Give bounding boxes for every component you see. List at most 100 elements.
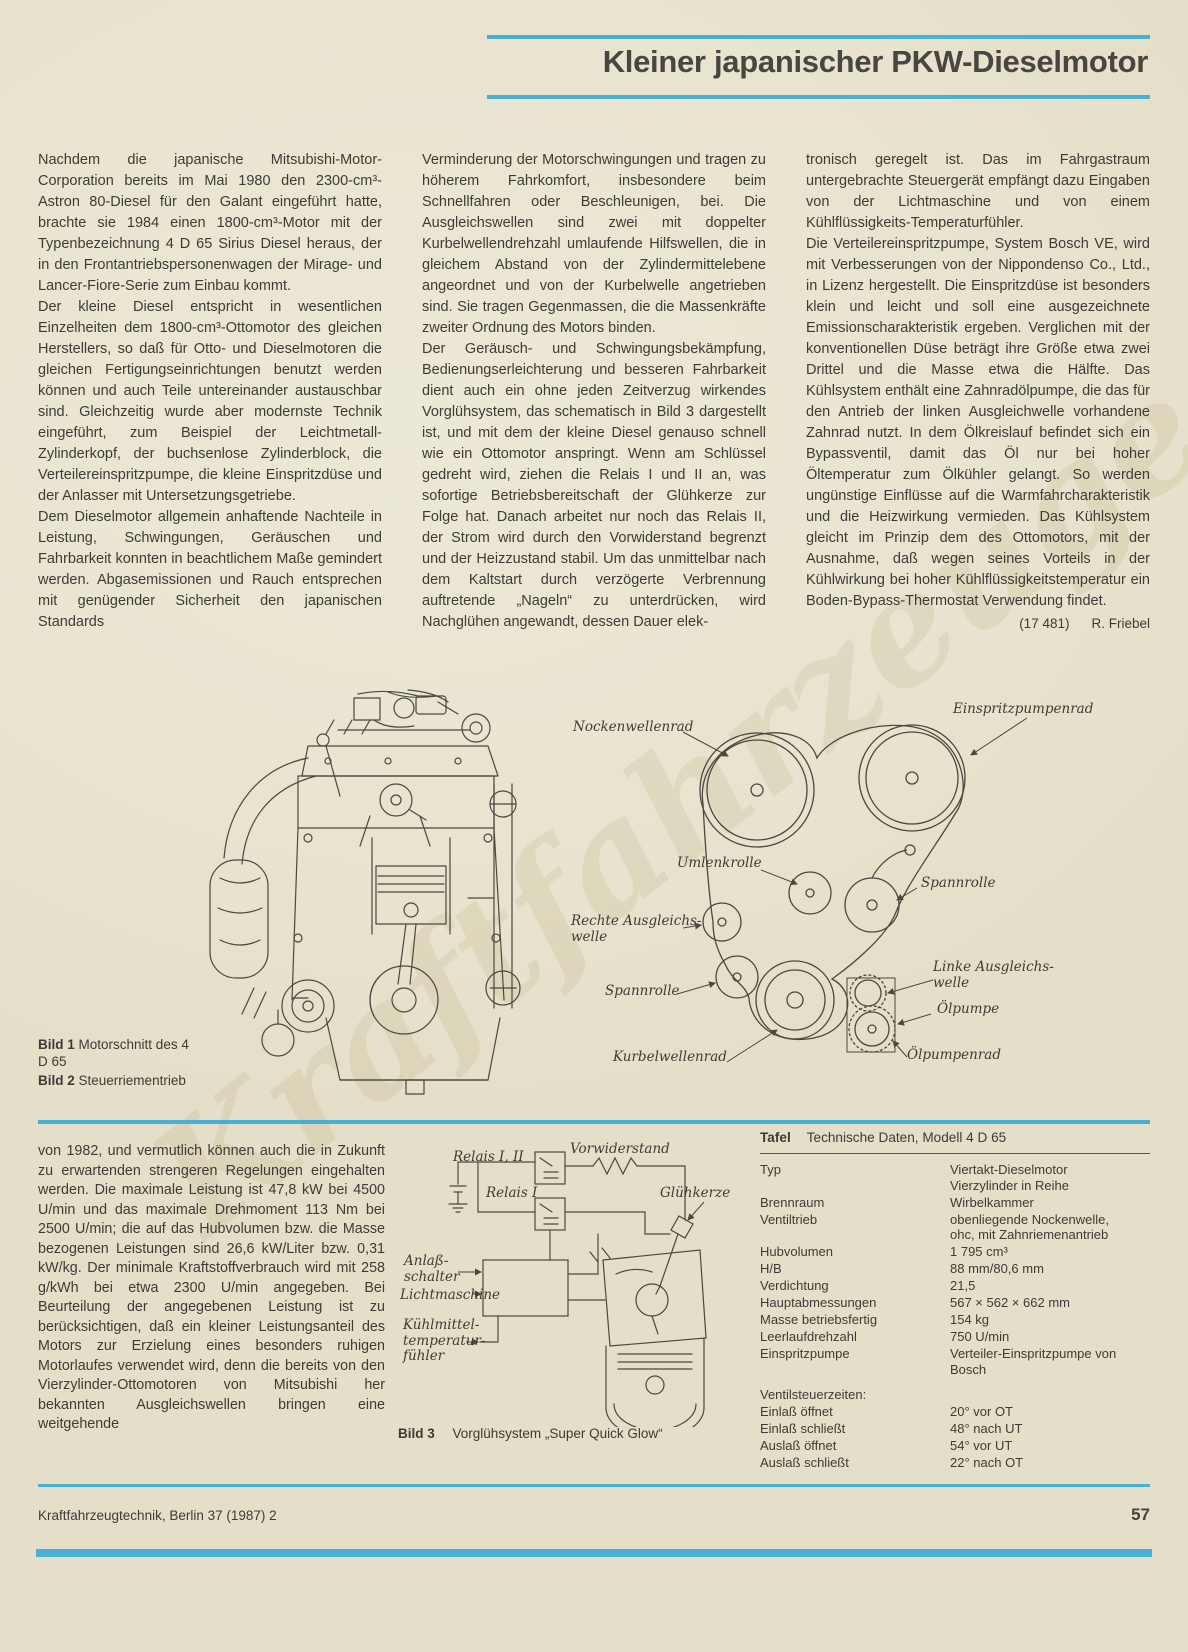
figure-3-caption: Bild 3 Vorglühsystem „Super Quick Glow“ [398, 1426, 748, 1441]
table-header-title: Technische Daten, Modell 4 D 65 [806, 1130, 1007, 1145]
credit-author: R. Friebel [1091, 616, 1150, 631]
caption-bild-2: Bild 2 Steuerriementrieb [38, 1072, 198, 1089]
table-key: H/B [760, 1261, 782, 1276]
belt-label-einspritzpumpenrad: Einspritzpumpenrad [953, 701, 1094, 717]
table-value [950, 1387, 1150, 1403]
table-key: Hauptabmessungen [760, 1295, 877, 1310]
belt-label-umlenkrolle: Umlenkrolle [677, 855, 762, 871]
table-value: Verteiler-Einspritzpumpe von Bosch [950, 1346, 1117, 1377]
table-row: Auslaß öffnet 54° vor UT [760, 1438, 1150, 1454]
belt-label-linke-ausgleichswelle: Linke Ausgleichs- welle [933, 959, 1054, 991]
bottom-article-column: von 1982, und vermutlich können auch die… [38, 1142, 385, 1435]
belt-label-spannrolle-right: Spannrolle [921, 875, 996, 891]
table-value: Viertakt-Dieselmotor Vierzylinder in Rei… [950, 1162, 1069, 1193]
caption-text: Steuerriementrieb [78, 1073, 186, 1088]
page-number: 57 [1131, 1505, 1150, 1524]
caption-label: Bild 1 [38, 1037, 75, 1052]
page-footer: Kraftfahrzeugtechnik, Berlin 37 (1987) 2… [38, 1505, 1150, 1525]
table-key: Einlaß öffnet [760, 1404, 833, 1419]
caption-label: Bild 2 [38, 1073, 75, 1088]
article-byline: (17 481) R. Friebel [806, 616, 1150, 631]
table-row: Hubvolumen 1 795 cm³ [760, 1244, 1150, 1260]
table-value: 750 U/min [950, 1329, 1010, 1344]
belt-label-spannrolle-left: Spannrolle [605, 983, 680, 999]
table-value: 54° vor UT [950, 1438, 1013, 1453]
belt-drive-drawing [676, 717, 1028, 1063]
belt-label-rechte-ausgleichswelle: Rechte Ausgleichs- welle [571, 913, 702, 945]
table-value: 567 × 562 × 662 mm [950, 1295, 1070, 1310]
accent-rule-header-bottom [487, 95, 1150, 99]
paragraph: tronisch geregelt ist. Das im Fahrgastra… [806, 152, 1150, 231]
circuit-label-gluehkerze: Glühkerze [660, 1185, 731, 1201]
table-value: 21,5 [950, 1278, 976, 1293]
table-key: Einspritzpumpe [760, 1346, 850, 1361]
table-row: Masse betriebsfertig 154 kg [760, 1312, 1150, 1328]
circuit-label-vorwiderstand: Vorwiderstand [570, 1141, 670, 1157]
table-row: Hauptabmessungen 567 × 562 × 662 mm [760, 1295, 1150, 1311]
table-row: Verdichtung 21,5 [760, 1278, 1150, 1294]
paragraph: Verminderung der Motorschwingungen und t… [422, 152, 766, 336]
article-column-2: Verminderung der Motorschwingungen und t… [422, 150, 766, 665]
accent-rule-footer-top [38, 1484, 1150, 1487]
table-key: Ventiltrieb [760, 1211, 818, 1227]
glow-system-figure: Relais I, II Vorwiderstand Relais I Glüh… [398, 1141, 748, 1427]
belt-drive-figure: Nockenwellenrad Einspritzpumpenrad Umlen… [565, 692, 1155, 1092]
table-value: 1 795 cm³ [950, 1244, 1008, 1259]
table-row: Einspritzpumpe Verteiler-Einspritzpumpe … [760, 1346, 1150, 1377]
credit-number: (17 481) [1019, 616, 1070, 631]
accent-rule-middle [38, 1120, 1150, 1124]
table-value: 48° nach UT [950, 1421, 1023, 1436]
glow-system-drawing [448, 1151, 707, 1427]
belt-label-oelpumpenrad: Ölpumpenrad [907, 1047, 1001, 1063]
table-value: 22° nach OT [950, 1455, 1024, 1470]
page-title: Kleiner japanischer PKW-Dieselmotor [602, 44, 1149, 79]
paragraph: Der kleine Diesel entspricht in wesentli… [38, 299, 382, 504]
accent-rule-header-top [487, 35, 1150, 39]
table-header-label: Tafel [760, 1130, 791, 1145]
caption-bild-1: Bild 1 Motorschnitt des 4 D 65 [38, 1036, 198, 1070]
table-key: Verdichtung [760, 1278, 829, 1293]
circuit-label-kuehlmitteltemperaturfuehler: Kühlmittel- temperatur- fühler [403, 1317, 486, 1364]
table-key: Typ [760, 1162, 781, 1177]
table-row: Brennraum Wirbelkammer [760, 1195, 1150, 1211]
table-row: Typ Viertakt-Dieselmotor Vierzylinder in… [760, 1162, 1150, 1193]
table-key: Brennraum [760, 1194, 825, 1210]
technical-data-table: Tafel Technische Daten, Modell 4 D 65 Ty… [760, 1130, 1150, 1472]
table-row: Einlaß schließt 48° nach UT [760, 1421, 1150, 1437]
figure-1-2-caption: Bild 1 Motorschnitt des 4 D 65 Bild 2 St… [38, 1036, 198, 1091]
table-key: Einlaß schließt [760, 1421, 846, 1436]
article-body: Nachdem die japanische Mitsubishi-Motor-… [38, 150, 1150, 665]
table-key: Masse betriebsfertig [760, 1312, 878, 1327]
table-row: H/B 88 mm/80,6 mm [760, 1261, 1150, 1277]
paragraph: Der Geräusch- und Schwingungsbekämpfung,… [422, 341, 766, 630]
table-row: Auslaß schließt 22° nach OT [760, 1455, 1150, 1471]
table-key: Hubvolumen [760, 1244, 833, 1259]
table-section-row: Ventilsteuerzeiten: [760, 1387, 1150, 1403]
table-row: Leerlaufdrehzahl 750 U/min [760, 1329, 1150, 1345]
engine-cross-section-figure [158, 688, 578, 1108]
belt-label-kurbelwellenrad: Kurbelwellenrad [613, 1049, 727, 1065]
table-row: Einlaß öffnet 20° vor OT [760, 1404, 1150, 1420]
paragraph: von 1982, und vermutlich können auch die… [38, 1143, 385, 1432]
journal-imprint: Kraftfahrzeugtechnik, Berlin 37 (1987) 2 [38, 1508, 277, 1523]
paragraph: Die Verteilereinspritzpumpe, System Bosc… [806, 236, 1150, 609]
table-value: obenliegende Nockenwelle, ohc, mit Zahnr… [950, 1211, 1110, 1243]
caption-text: Vorglühsystem „Super Quick Glow“ [452, 1426, 663, 1441]
circuit-label-relais-1: Relais I [486, 1185, 538, 1201]
caption-text: Motorschnitt des 4 D 65 [38, 1037, 189, 1069]
table-value: 88 mm/80,6 mm [950, 1261, 1044, 1276]
circuit-label-anlassschalter: Anlaß- schalter [404, 1253, 460, 1285]
table-value: 154 kg [950, 1312, 990, 1327]
caption-label: Bild 3 [398, 1426, 435, 1441]
accent-rule-footer-bottom [36, 1549, 1152, 1557]
belt-label-oelpumpe: Ölpumpe [937, 1001, 1000, 1017]
engine-drawing [209, 689, 521, 1095]
table-key: Leerlaufdrehzahl [760, 1329, 857, 1344]
table-key: Auslaß schließt [760, 1455, 849, 1470]
table-value: Wirbelkammer [950, 1194, 1034, 1210]
paragraph: Nachdem die japanische Mitsubishi-Motor-… [38, 152, 382, 294]
table-row: Ventiltrieb obenliegende Nockenwelle, oh… [760, 1212, 1150, 1243]
table-header: Tafel Technische Daten, Modell 4 D 65 [760, 1130, 1150, 1154]
circuit-label-lichtmaschine: Lichtmaschine [400, 1287, 500, 1303]
